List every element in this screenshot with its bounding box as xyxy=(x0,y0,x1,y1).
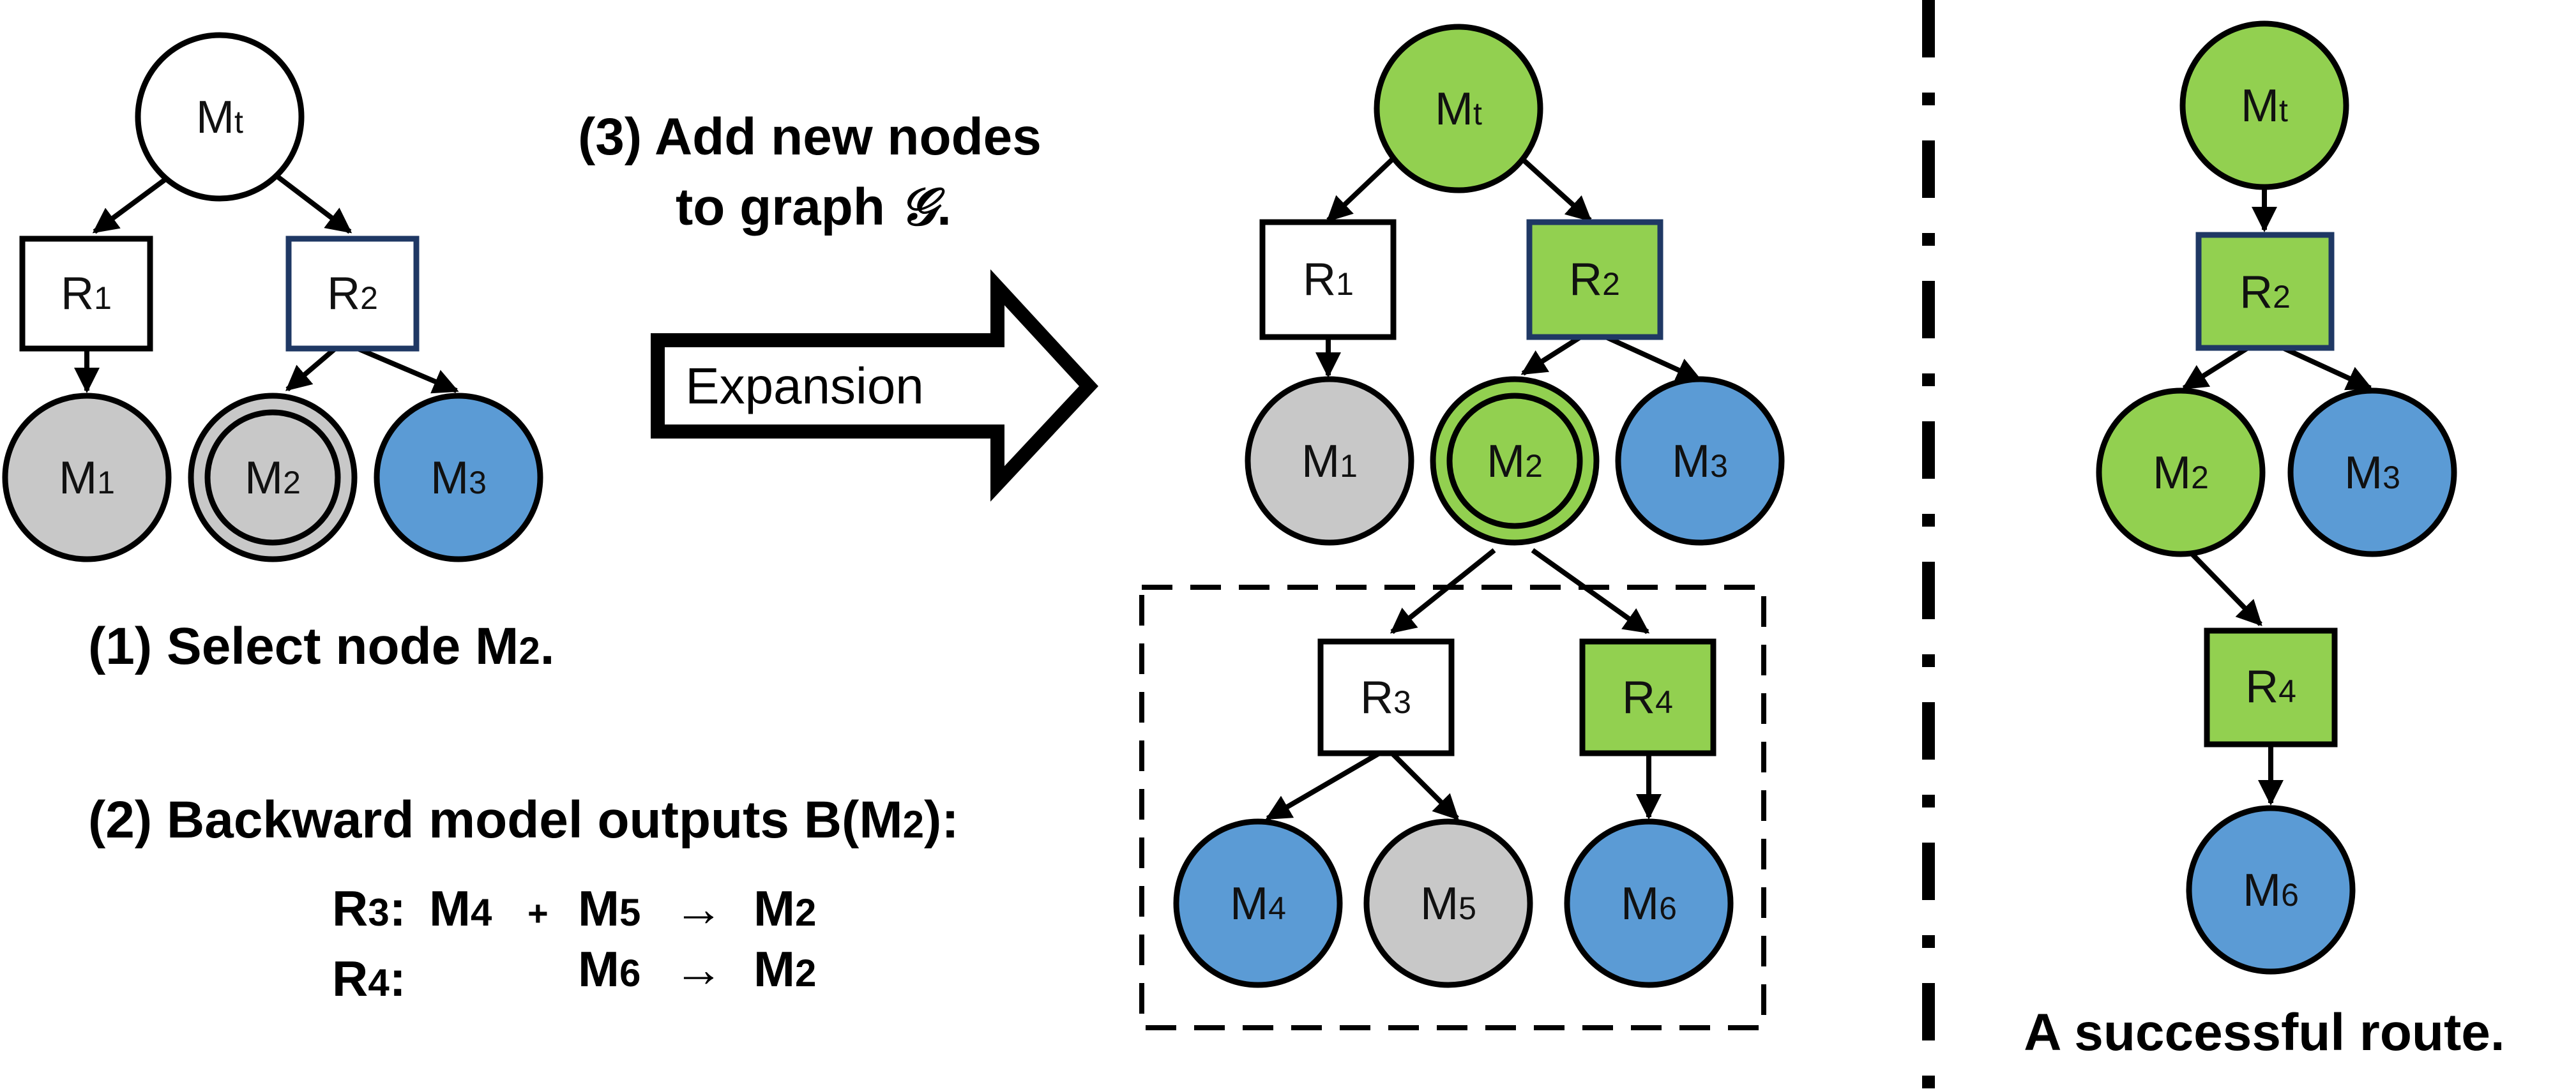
node-m6-label: M6 xyxy=(1621,878,1677,929)
step3-caption: (3) Add new nodes to graph 𝒢. xyxy=(578,108,1042,237)
reaction-r3: R3: M4 + M5 → M2 xyxy=(332,880,816,936)
node-r2 xyxy=(2195,232,2335,351)
node-m3 xyxy=(2287,387,2457,557)
node-m3-label: M3 xyxy=(2344,447,2400,499)
edge-r2-m2 xyxy=(285,346,337,392)
svg-text:+: + xyxy=(527,893,549,933)
node-r2 xyxy=(1526,219,1663,340)
edge-mt-r2 xyxy=(1521,158,1592,222)
node-mt xyxy=(2179,20,2349,190)
node-mt-label: Mt xyxy=(2241,80,2288,131)
svg-text:M2: M2 xyxy=(754,941,816,997)
node-r2-label: R2 xyxy=(2239,267,2291,318)
node-r4 xyxy=(1579,638,1716,756)
node-m1-label: M1 xyxy=(59,453,115,504)
left-tree: Mt R1 R2 M1 M2 M3 xyxy=(2,32,543,562)
node-m4-label: M4 xyxy=(1230,878,1286,929)
node-m1 xyxy=(1245,376,1414,546)
successful-route-caption: A successful route. xyxy=(2024,1003,2504,1062)
edge-m2-r3 xyxy=(1390,548,1496,635)
svg-text:R4:: R4: xyxy=(332,950,406,1007)
reaction-r4: R4: M6 → M2 xyxy=(332,941,816,1007)
svg-text:M2: M2 xyxy=(754,880,816,936)
edge-r2-m2 xyxy=(1520,334,1582,376)
node-r1 xyxy=(19,236,153,352)
node-r2 xyxy=(285,236,420,352)
edge-r2-m2 xyxy=(2181,345,2250,391)
edge-mt-r1 xyxy=(1326,158,1394,222)
node-r3-label: R3 xyxy=(1360,672,1411,723)
node-m3 xyxy=(1615,376,1785,546)
node-m6 xyxy=(2186,805,2356,975)
node-m1 xyxy=(2,393,172,562)
node-m3-label: M3 xyxy=(1672,436,1728,487)
new-nodes-box xyxy=(1139,585,1766,1030)
edge-r2-m3 xyxy=(356,346,459,394)
edge-r2-m3 xyxy=(2282,345,2373,391)
svg-text:(3) Add new nodes: (3) Add new nodes xyxy=(578,108,1042,166)
edge-r2-m3 xyxy=(1605,334,1702,382)
node-r1 xyxy=(1259,219,1397,340)
node-r2-label: R2 xyxy=(1569,254,1620,305)
node-r3 xyxy=(1317,638,1455,756)
node-m3-label: M3 xyxy=(430,453,487,504)
node-m2 xyxy=(2096,387,2266,557)
node-r2-label: R2 xyxy=(327,268,378,319)
step2-caption: (2) Backward model outputs B(M2): xyxy=(88,791,959,849)
edge-r3-m5 xyxy=(1390,751,1459,820)
node-m5-label: M5 xyxy=(1420,878,1476,929)
node-r1-label: R1 xyxy=(61,268,112,319)
node-mt xyxy=(1374,24,1543,193)
svg-text:M5: M5 xyxy=(578,880,640,936)
edge-m2-r4 xyxy=(1531,548,1650,635)
node-m3 xyxy=(374,393,543,562)
step1-caption: (1) Select node M2. xyxy=(88,617,555,675)
node-m4 xyxy=(1173,818,1343,988)
svg-text:→: → xyxy=(674,941,724,997)
node-r1-label: R1 xyxy=(1303,254,1354,305)
node-m1-label: M1 xyxy=(1301,436,1358,487)
node-r4-label: R4 xyxy=(1622,672,1673,723)
right-tree: Mt R2 M2 M3 R4 M6 A successful route. xyxy=(2024,20,2505,1062)
node-mt xyxy=(135,32,305,202)
node-m6 xyxy=(1564,818,1734,988)
edge-m2-r4 xyxy=(2188,550,2262,626)
node-r4 xyxy=(2204,627,2338,747)
expansion-arrow-shape xyxy=(651,269,1099,502)
node-m2-label: M2 xyxy=(1487,436,1543,487)
node-m5 xyxy=(1363,818,1533,988)
node-m2-label: M2 xyxy=(245,453,301,504)
middle-tree: Mt R1 R2 M1 M2 M3 R3 R4 M4 M5 M6 xyxy=(1139,24,1785,1030)
node-m2-label: M2 xyxy=(2153,447,2209,499)
node-m2 xyxy=(1446,393,1583,529)
svg-text:→: → xyxy=(674,880,724,936)
svg-text:M6: M6 xyxy=(578,941,640,997)
node-mt-label: Mt xyxy=(1435,84,1482,135)
node-mt-label: Mt xyxy=(196,92,243,143)
expansion-arrow: Expansion xyxy=(651,269,1099,502)
node-m2 xyxy=(204,409,341,546)
edge-r3-m4 xyxy=(1265,751,1381,821)
svg-text:to graph 𝒢.: to graph 𝒢. xyxy=(676,176,951,237)
node-m6-label: M6 xyxy=(2243,865,2299,916)
expansion-label: Expansion xyxy=(685,357,924,414)
svg-text:R3:: R3: xyxy=(332,880,406,936)
node-r4-label: R4 xyxy=(2245,661,2296,712)
svg-text:M4: M4 xyxy=(429,880,492,936)
